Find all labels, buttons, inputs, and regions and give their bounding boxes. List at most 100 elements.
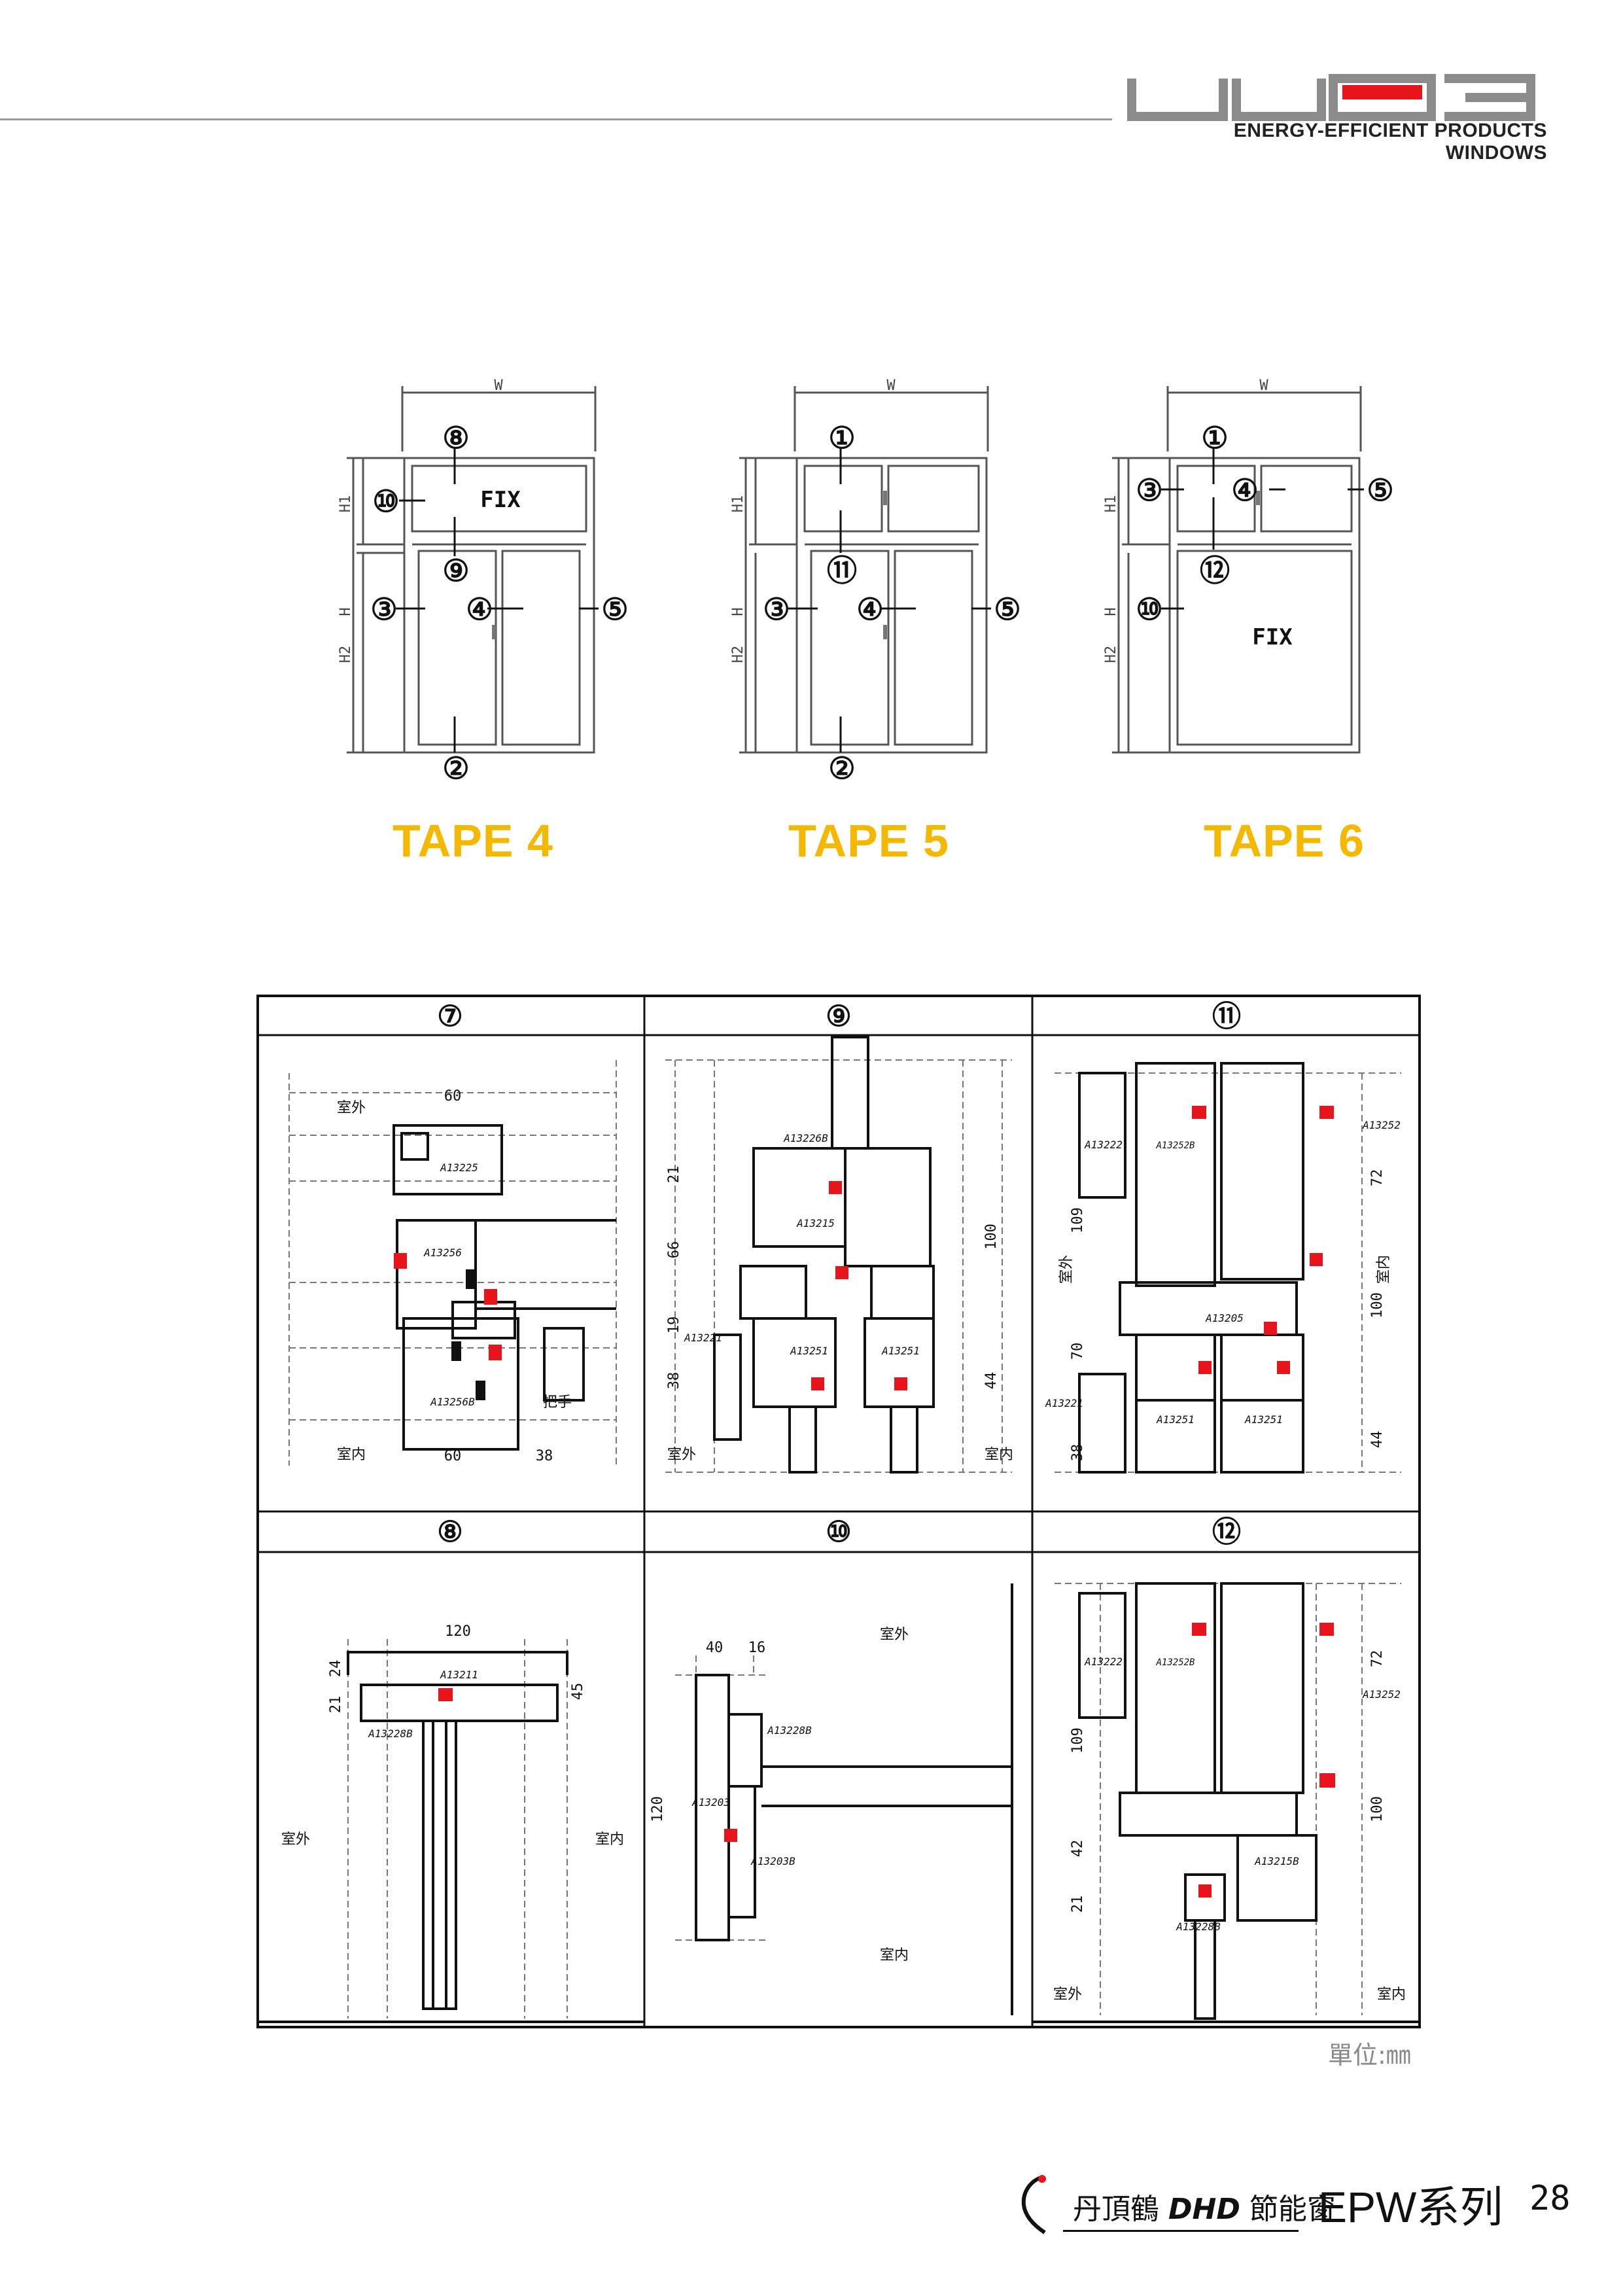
unit-label: 單位:㎜ xyxy=(1328,2041,1411,2070)
tape4-callout: ③ xyxy=(370,592,397,627)
section-9-dim: 44 xyxy=(983,1372,1000,1390)
tape5-dim-h2: H2 xyxy=(730,646,746,663)
section-11-part: A13251 xyxy=(1244,1413,1283,1426)
section-7-part: A13256B xyxy=(430,1396,475,1408)
section-7-part: A13225 xyxy=(440,1161,478,1174)
tape6-dim-h: H xyxy=(1103,607,1119,616)
section-11-part: A13221 xyxy=(1045,1397,1083,1409)
tape6-callout: ④ xyxy=(1231,472,1258,508)
section-10-inside: 室内 xyxy=(880,1947,909,1964)
section-8-dim: 45 xyxy=(570,1683,586,1701)
section-12-dim: 42 xyxy=(1070,1840,1086,1858)
section-9-dim: 100 xyxy=(983,1224,1000,1250)
tape5-dim-h: H xyxy=(730,607,746,616)
section-7-dim: 60 xyxy=(444,1448,462,1464)
section-id: ⑨ xyxy=(826,1000,851,1033)
section-9-part: A13226B xyxy=(783,1132,828,1144)
section-id: ⑪ xyxy=(1212,1000,1241,1033)
section-12-drawing: 室外 室内 A13222 A13252B A13252 A13215B A132… xyxy=(1032,1582,1421,2023)
tape6-dim-h1: H1 xyxy=(1103,495,1119,513)
section-9-dim: 21 xyxy=(666,1166,682,1184)
tape5-callout: ③ xyxy=(763,592,790,627)
section-11-dim: 38 xyxy=(1070,1444,1086,1462)
tape5-callout: ⑤ xyxy=(994,592,1021,627)
tape4-fix-label: FIX xyxy=(480,487,521,513)
tape4-dim-h1: H1 xyxy=(338,495,354,513)
tape4-callout: ⑨ xyxy=(442,553,469,588)
section-11-outside: 室外 xyxy=(1058,1255,1075,1284)
tape6-dim-w: W xyxy=(1259,378,1268,394)
brand-tagline: ENERGY-EFFICIENT PRODUCTS WINDOWS xyxy=(1233,120,1547,164)
section-7-dim: 60 xyxy=(444,1088,462,1104)
section-9-inside: 室内 xyxy=(985,1447,1013,1463)
section-8-dim: 120 xyxy=(445,1623,471,1640)
section-9-part: A13215 xyxy=(796,1217,835,1229)
section-8-inside: 室内 xyxy=(595,1831,624,1848)
tape4-callout: ④ xyxy=(466,592,493,627)
section-12-part: A13228B xyxy=(1176,1920,1221,1933)
tape4-dim-w: W xyxy=(494,378,503,394)
section-id: ⑦ xyxy=(437,1000,462,1033)
section-7-drawing: 室外 室内 把手 A13225 A13256 A13256B 60 60 38 xyxy=(288,1060,617,1466)
tape6-title: TAPE 6 xyxy=(1204,815,1365,866)
section-12-part: A13252 xyxy=(1362,1688,1401,1701)
section-8-part: A13228B xyxy=(368,1727,413,1740)
footer-brand-cn2: 節能窗 xyxy=(1249,2193,1336,2226)
section-12-part: A13222 xyxy=(1084,1655,1123,1668)
section-9-dim: 19 xyxy=(666,1316,682,1334)
section-7-inside: 室内 xyxy=(337,1447,366,1463)
section-11-dim: 109 xyxy=(1070,1207,1086,1233)
section-11-dim: 44 xyxy=(1369,1431,1386,1449)
section-12-dim: 100 xyxy=(1369,1796,1386,1822)
section-12-part: A13215B xyxy=(1254,1855,1299,1867)
tape6-callout: ⑤ xyxy=(1367,472,1393,508)
section-10-dim: 16 xyxy=(748,1640,766,1656)
tape4-callout: ⑩ xyxy=(372,484,399,519)
section-id: ⑧ xyxy=(437,1515,462,1549)
section-11-inside: 室内 xyxy=(1376,1255,1392,1284)
section-7-dim: 38 xyxy=(536,1448,553,1464)
section-11-part: A13251 xyxy=(1156,1413,1195,1426)
tape6-callout: ⑩ xyxy=(1136,592,1162,627)
tape6-callout: ① xyxy=(1201,420,1228,455)
brand-logo xyxy=(1127,74,1535,121)
section-12-dim: 21 xyxy=(1070,1896,1086,1913)
crane-logo-icon xyxy=(1021,2175,1046,2234)
tape6-dim-h2: H2 xyxy=(1103,646,1119,663)
section-10-dim: 40 xyxy=(706,1640,724,1656)
section-11-part: A13205 xyxy=(1205,1312,1244,1324)
tape5-dim-w: W xyxy=(886,378,896,394)
tape5-elevation xyxy=(739,386,989,754)
section-11-dim: 70 xyxy=(1070,1343,1086,1360)
section-8-dim: 24 xyxy=(328,1660,344,1678)
section-9-outside: 室外 xyxy=(667,1447,696,1463)
tape6-fix-label: FIX xyxy=(1252,624,1293,650)
section-8-drawing: 室外 室内 A13211 A13228B 120 24 21 45 xyxy=(256,1623,644,2023)
tape4-callout: ⑤ xyxy=(601,592,628,627)
section-id: ⑫ xyxy=(1212,1515,1241,1549)
footer-brand: 丹頂鶴 DHD 節能窗 xyxy=(1073,2185,1336,2227)
section-9-part: A13251 xyxy=(881,1345,920,1357)
section-9-dim: 38 xyxy=(666,1372,682,1390)
section-10-part: A13203 xyxy=(691,1796,730,1809)
section-11-part: A13252B xyxy=(1155,1140,1195,1151)
section-10-part: A13228B xyxy=(767,1724,812,1737)
section-details: ⑦ ⑨ ⑪ ⑧ ⑩ ⑫ 室外 xyxy=(256,995,1421,2028)
tape4-dim-h: H xyxy=(338,607,354,616)
section-7-outside: 室外 xyxy=(337,1100,366,1116)
section-9-part: A13221 xyxy=(684,1332,722,1344)
window-type-elevations: W W W H H1 H2 H H1 H2 H H1 H2 FIX FIX ⑧ … xyxy=(338,378,1394,786)
tape6-elevation xyxy=(1112,386,1362,754)
section-8-dim: 21 xyxy=(328,1696,344,1714)
tape5-callout: ④ xyxy=(856,592,883,627)
header-rule xyxy=(0,118,1112,120)
tape4-callout: ⑧ xyxy=(442,420,469,455)
section-8-part: A13211 xyxy=(440,1669,478,1681)
footer-series: EPW系列 xyxy=(1318,2183,1503,2231)
section-12-part: A13252B xyxy=(1155,1657,1195,1668)
tape5-callout: ① xyxy=(828,420,855,455)
section-12-dim: 109 xyxy=(1070,1727,1086,1754)
section-10-drawing: 室外 室内 A13228B A13203 A13203B 40 16 120 xyxy=(650,1583,1013,2015)
section-id: ⑩ xyxy=(826,1515,851,1549)
section-12-outside: 室外 xyxy=(1053,1987,1082,2003)
